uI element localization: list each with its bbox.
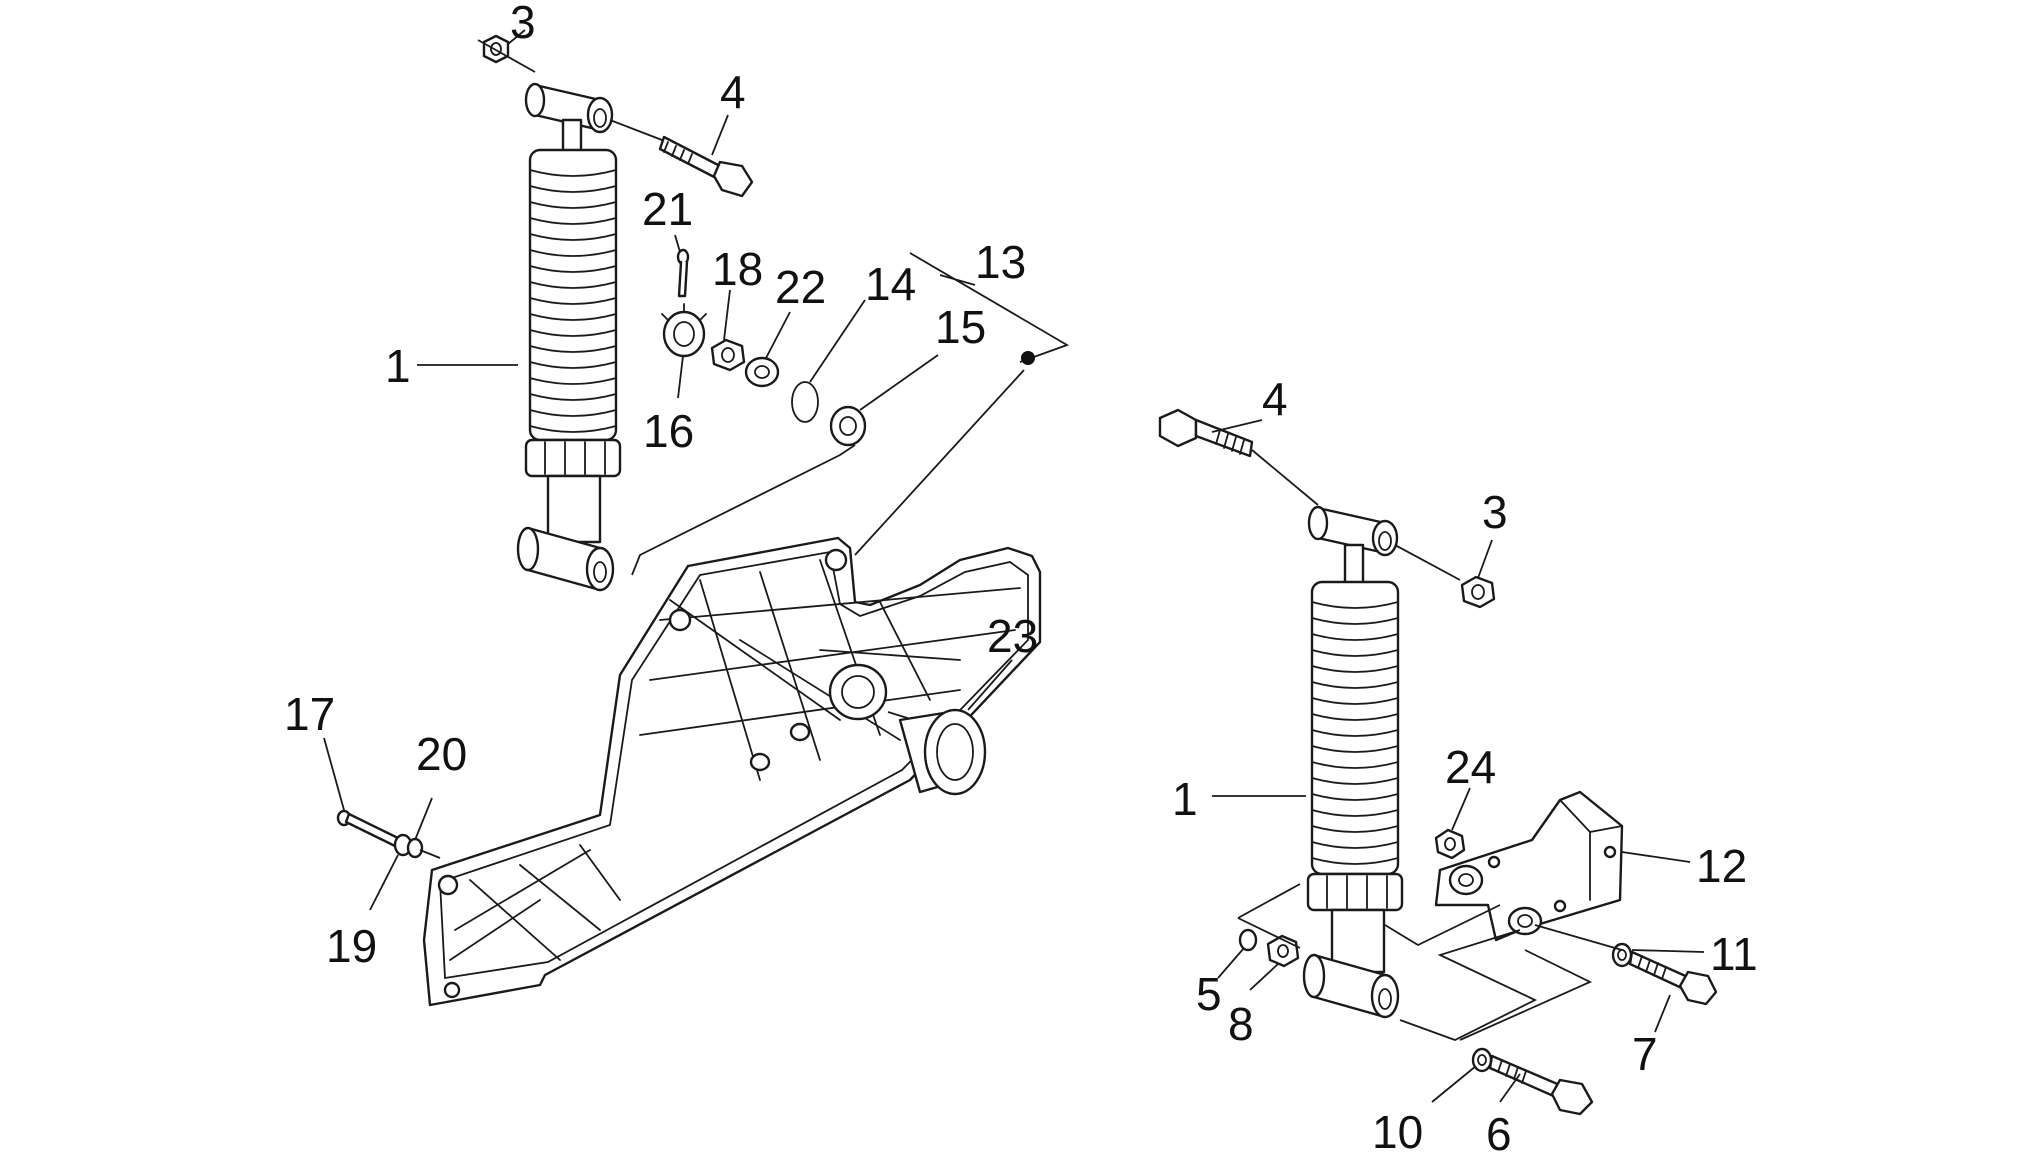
castle-nut-16	[661, 303, 707, 358]
callout-4-right: 4	[1262, 373, 1288, 425]
callout-3-top: 3	[510, 0, 536, 48]
bracket-12	[1434, 790, 1624, 942]
bolt-4-top	[658, 135, 754, 198]
right-shock-absorber	[1302, 505, 1404, 1019]
callout-14: 14	[865, 258, 916, 310]
callout-16: 16	[643, 405, 694, 457]
callout-7: 7	[1632, 1028, 1658, 1080]
callout-13: 13	[975, 236, 1026, 288]
washer-22	[744, 356, 780, 388]
callout-labels: 3 4 1 21 18 22 14 15 13 16 23 17 20 19 4…	[284, 0, 1758, 1153]
left-shock-absorber	[516, 82, 622, 592]
callout-5: 5	[1196, 968, 1222, 1020]
callout-8: 8	[1228, 998, 1254, 1050]
callout-10: 10	[1372, 1106, 1423, 1153]
nut-3-right	[1460, 575, 1496, 609]
bushing-23	[898, 708, 987, 796]
callout-23: 23	[987, 610, 1038, 662]
washer-10	[1471, 1047, 1493, 1073]
bearing-15	[829, 405, 867, 447]
callout-21: 21	[642, 183, 693, 235]
callout-4-top: 4	[720, 66, 746, 118]
callout-15: 15	[935, 301, 986, 353]
leader-lines	[323, 29, 1705, 1103]
nut-24	[1434, 828, 1466, 860]
cotter-pin-21	[676, 248, 690, 298]
bolt-6	[1488, 1054, 1594, 1116]
callout-1-right: 1	[1172, 773, 1198, 825]
nut-18	[710, 338, 746, 372]
callout-1-left: 1	[385, 340, 411, 392]
callout-22: 22	[775, 261, 826, 313]
callout-19: 19	[326, 920, 377, 972]
callout-20: 20	[416, 728, 467, 780]
washer-5	[1238, 928, 1258, 952]
bolt-4-right	[1158, 408, 1254, 458]
nut-3-top	[482, 34, 510, 64]
callout-17: 17	[284, 688, 335, 740]
screw-17	[336, 809, 400, 848]
callout-18: 18	[712, 243, 763, 295]
assembly-dot	[1021, 351, 1035, 365]
circlip-14	[791, 381, 819, 423]
bolt-7	[1628, 950, 1718, 1006]
swing-arm	[422, 536, 1042, 1007]
callout-12: 12	[1696, 840, 1747, 892]
callout-6: 6	[1486, 1108, 1512, 1153]
callout-11: 11	[1710, 928, 1758, 980]
callout-3-right: 3	[1482, 486, 1508, 538]
callout-24: 24	[1445, 741, 1496, 793]
washer-20	[406, 837, 424, 859]
